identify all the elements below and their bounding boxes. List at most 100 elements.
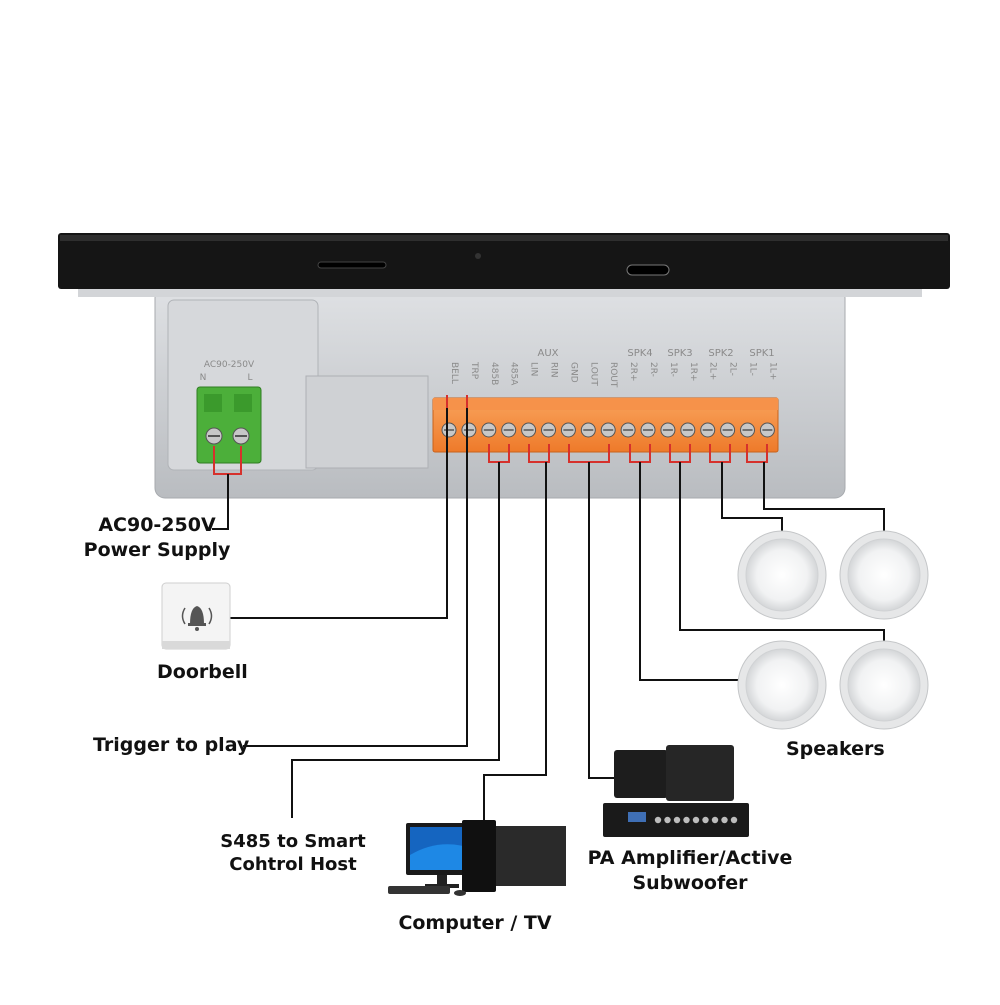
- terminal-label: GND: [568, 362, 578, 383]
- spk1-group-label: SPK1: [749, 348, 774, 359]
- speakers-label: Speakers: [786, 738, 885, 760]
- bracket-lin-rin: [528, 444, 550, 463]
- subwoofer-icon: [614, 745, 734, 801]
- power-pin-l: L: [247, 373, 252, 383]
- terminal-label: 1R-: [668, 362, 678, 377]
- doorbell-label: Doorbell: [157, 661, 248, 683]
- usb-port: [626, 264, 670, 276]
- trigger-label: Trigger to play: [93, 734, 250, 756]
- terminal-label: BELL: [449, 362, 459, 384]
- terminal-label: 2R+: [628, 362, 638, 382]
- mouse: [454, 890, 466, 896]
- s485-label-line2: Cohtrol Host: [229, 854, 357, 875]
- power-terminal-slot: [234, 394, 252, 412]
- monitor-stand: [437, 875, 447, 885]
- terminal-label: TRP: [469, 361, 479, 380]
- power-label-line1: AC90-250V: [98, 514, 216, 536]
- terminal-label: 1L-: [748, 362, 758, 376]
- amplifier-label: PA Amplifier/Active Subwoofer: [580, 846, 800, 896]
- aux-group-label: AUX: [537, 348, 558, 359]
- subwoofer-right: [666, 745, 734, 801]
- amplifier-display: [628, 812, 646, 822]
- ceiling-speaker-icon: [737, 640, 827, 730]
- terminal-label: LOUT: [588, 362, 598, 386]
- amplifier-knob: [673, 816, 681, 824]
- power-supply-label: AC90-250V Power Supply: [72, 513, 242, 563]
- wire-trigger: [243, 408, 468, 747]
- doorbell-bell-icon: [181, 606, 213, 631]
- terminal-labels: BELL TRP 485B 485A LIN RIN GND LOUT ROUT 2R+ 2R- 1R…: [449, 361, 777, 388]
- s485-label: S485 to Smart Cohtrol Host: [218, 830, 368, 876]
- subwoofer-left: [614, 750, 668, 798]
- wire-485: [291, 462, 500, 818]
- control-panel-device: AC90-250V N L BELL TRP 485B 485A LIN RIN GND LO…: [58, 233, 950, 499]
- terminal-label: 2L-: [728, 362, 738, 376]
- amplifier-rack-icon: [603, 803, 749, 837]
- terminal-label: 485B: [489, 362, 499, 385]
- amplifier-knobs: [654, 816, 738, 824]
- amplifier-knob: [654, 816, 662, 824]
- speaker-grille: [847, 538, 921, 612]
- spk3-group-label: SPK3: [667, 348, 692, 359]
- amplifier-knob: [683, 816, 690, 824]
- terminal-label: RIN: [549, 362, 559, 378]
- terminal-label: 1R+: [688, 362, 698, 382]
- wire-computer: [483, 462, 547, 826]
- power-label-line2: Power Supply: [83, 539, 231, 561]
- desktop-computer-icon: [388, 820, 566, 896]
- speaker-array: [737, 530, 929, 730]
- pc-tower: [462, 820, 496, 892]
- amplifier-knob: [711, 816, 719, 824]
- wire-amplifier: [588, 462, 615, 779]
- amplifier-label-line2: Subwoofer: [632, 872, 748, 894]
- connection-wires: [212, 408, 885, 826]
- panel-edge-highlight: [60, 235, 948, 241]
- wire-spk2: [721, 462, 783, 532]
- power-header-text: AC90-250V: [204, 360, 255, 370]
- wire-spk4: [639, 462, 742, 681]
- terminal-label: 2L+: [708, 362, 718, 380]
- wire-spk3: [679, 462, 885, 642]
- spk4-group-label: SPK4: [627, 348, 652, 359]
- doorbell-device: [161, 582, 231, 650]
- computer-label: Computer / TV: [398, 912, 552, 934]
- terminal-label: LIN: [529, 362, 539, 376]
- terminal-screws: [441, 422, 775, 438]
- amplifier-knob: [664, 816, 671, 824]
- recessed-panel: [305, 375, 429, 469]
- amplifier-label-line1: PA Amplifier/Active: [587, 847, 793, 869]
- power-pin-n: N: [200, 373, 207, 383]
- bracket-spk2: [709, 444, 731, 463]
- amplifier-knob: [692, 816, 700, 824]
- bell-trp-ticks: [446, 395, 468, 410]
- wire-doorbell: [230, 408, 448, 619]
- spk2-group-label: SPK2: [708, 348, 733, 359]
- terminal-label: ROUT: [608, 362, 618, 388]
- power-terminal-slot: [204, 394, 222, 412]
- amplifier-knob: [702, 816, 709, 824]
- terminal-label: 1L+: [767, 362, 777, 380]
- keyboard: [388, 886, 450, 894]
- speaker-grille: [745, 648, 819, 722]
- amplifier-knob: [721, 816, 728, 824]
- s485-label-line1: S485 to Smart: [220, 831, 366, 852]
- speaker-grille: [847, 648, 921, 722]
- amplifier-knob: [730, 816, 738, 824]
- terminal-label: 2R-: [648, 362, 658, 377]
- doorbell-base: [162, 641, 230, 649]
- ceiling-speaker-icon: [839, 640, 929, 730]
- speaker-grille: [745, 538, 819, 612]
- bracket-spk1: [746, 444, 768, 463]
- terminal-strip-top: [433, 398, 778, 410]
- touch-panel-front: [58, 233, 950, 289]
- ceiling-speaker-icon: [839, 530, 929, 620]
- terminal-label: 485A: [509, 362, 519, 386]
- microphone-hole: [475, 253, 481, 259]
- card-slot: [317, 261, 387, 269]
- rear-monitor: [486, 826, 566, 886]
- ceiling-speaker-icon: [737, 530, 827, 620]
- wire-power: [212, 474, 229, 530]
- wire-spk1: [763, 462, 885, 532]
